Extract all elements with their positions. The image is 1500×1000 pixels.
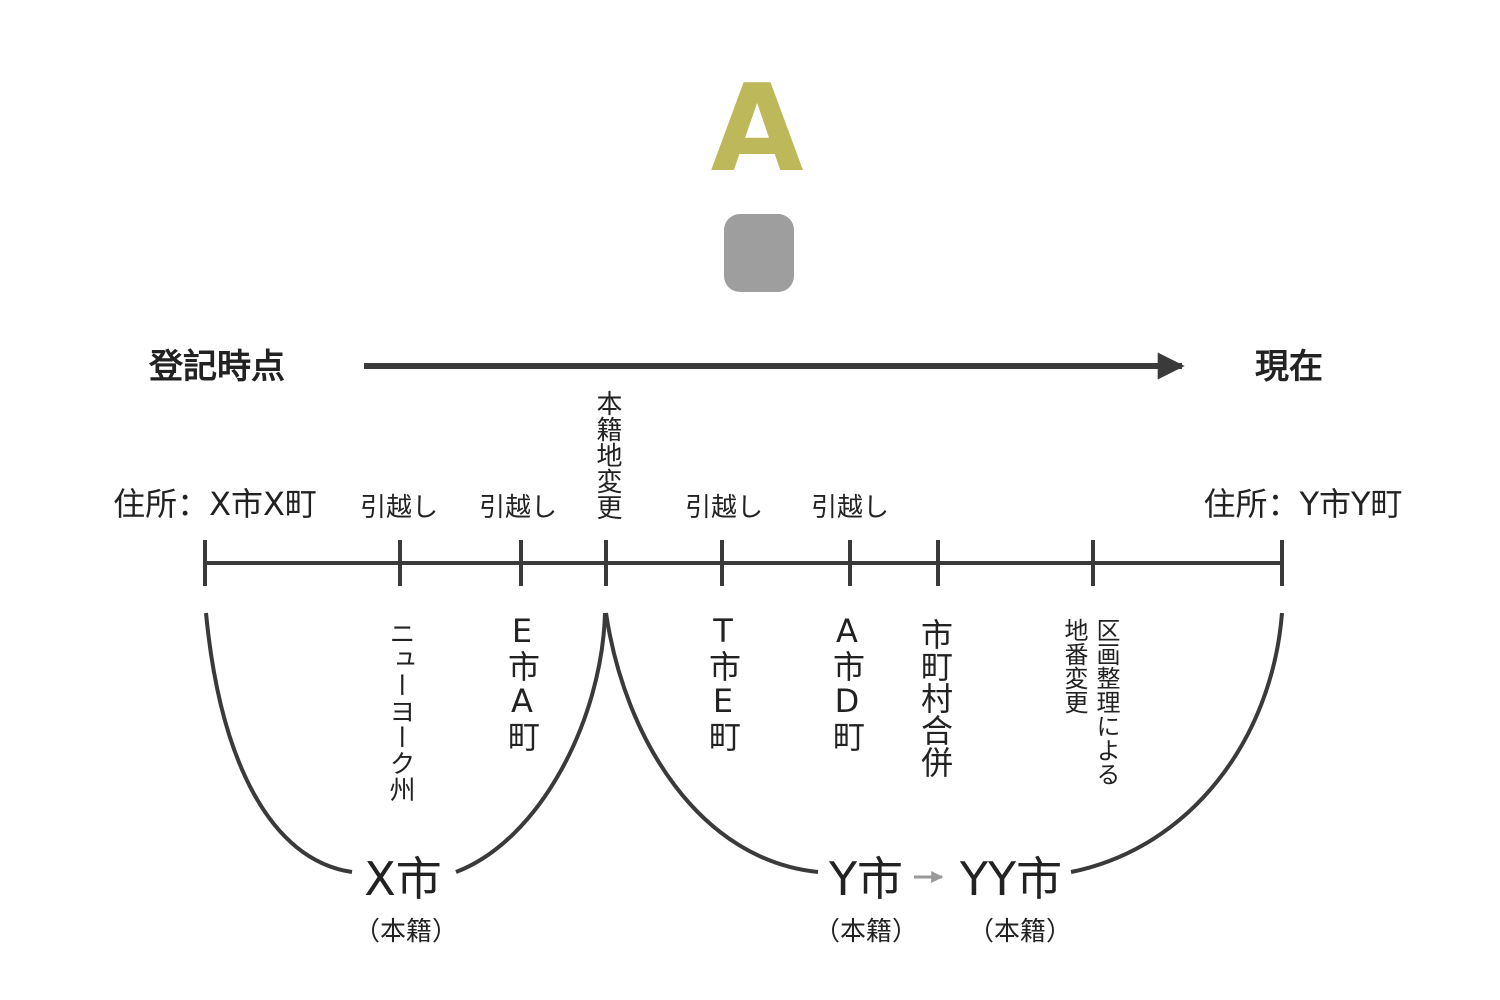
curve-x-right: [455, 612, 607, 874]
event-move-4: 引越し: [811, 493, 889, 523]
curve-x-left: [204, 612, 353, 874]
honseki-y-city: Y市: [828, 852, 903, 906]
dest-a-city: A市D町: [828, 612, 866, 752]
honseki-yy-note: （本籍）: [968, 917, 1072, 947]
dest-lot-change-1: 区画整理による: [1092, 618, 1120, 786]
event-move-3: 引越し: [685, 493, 763, 523]
address-start: 住所：X市X町: [113, 485, 317, 523]
person-head: [724, 214, 794, 292]
event-move-1: 引越し: [360, 493, 438, 523]
dest-t-city: T市E町: [704, 612, 742, 752]
time-start-label: 登記時点: [148, 347, 285, 387]
timeline-ticks: [203, 540, 1284, 586]
dest-new-york: ニューヨーク州: [385, 620, 415, 802]
dest-merger: 市町村合併: [916, 618, 954, 778]
dest-e-city: E市A町: [503, 612, 541, 752]
dest-lot-change-2: 地番変更: [1060, 618, 1088, 714]
curve-y-left: [604, 612, 819, 874]
honseki-x-city: X市: [364, 852, 442, 906]
honseki-yy-city: YY市: [959, 852, 1062, 906]
time-end-label: 現在: [1255, 347, 1323, 387]
event-move-2: 引越し: [479, 493, 557, 523]
curve-yy-right: [1070, 612, 1284, 874]
honseki-y-note: （本籍）: [814, 917, 918, 947]
address-end: 住所：Y市Y町: [1203, 485, 1402, 523]
event-honseki-change: 本籍地変更: [592, 390, 622, 520]
honseki-x-note: （本籍）: [354, 917, 458, 947]
person-label: A: [711, 60, 804, 199]
